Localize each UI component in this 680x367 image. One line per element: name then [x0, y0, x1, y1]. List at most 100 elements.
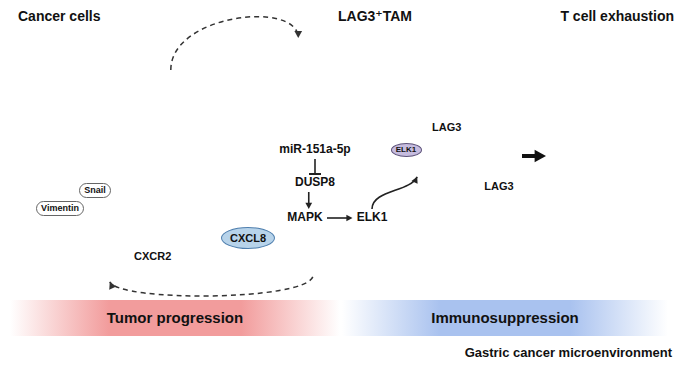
summary-bar: Tumor progression [10, 300, 340, 336]
summary-bar: Immunosuppression [342, 300, 668, 336]
text-label: CXCL8 [230, 232, 266, 245]
gene-pill: Snail [79, 183, 111, 198]
exosome [232, 44, 248, 60]
thick-arrow [522, 150, 546, 163]
text-label: miR-151a-5p [279, 143, 350, 157]
exosome [254, 20, 270, 36]
exosome [302, 69, 316, 83]
t-cell-nucleus [637, 113, 660, 136]
receptor-domain [519, 165, 524, 170]
macrophage-nucleus: LAG3ELK1 [388, 110, 478, 175]
tcells-figure [548, 40, 676, 210]
exosome [142, 56, 158, 72]
exosome [118, 36, 134, 52]
receptor: LAG3 [478, 146, 520, 194]
receptor-helix [208, 218, 214, 252]
mirna-hairpin [298, 127, 332, 134]
text-label: LAG3⁺TAM [338, 8, 412, 24]
connector-line [372, 177, 417, 209]
text-label: Vimentin [41, 203, 79, 213]
connector-line [327, 217, 348, 219]
receptor-domain [505, 165, 510, 170]
arrow-connector [305, 192, 312, 209]
dna-strand [395, 157, 472, 162]
inhibition-bar [309, 173, 321, 175]
inhibition-line [309, 159, 321, 174]
cell-fragment [632, 186, 640, 194]
text-label: MAPK [287, 211, 322, 225]
exosome [204, 24, 220, 40]
receptor-chain [492, 159, 522, 161]
receptor-domain [505, 149, 510, 154]
receptor-chain [492, 167, 522, 169]
text-label: LAG3 [484, 180, 513, 193]
connector-line [171, 17, 298, 70]
footer-note: Gastric cancer microenvironment [465, 346, 672, 361]
text-label: T cell exhaustion [560, 8, 674, 24]
cell-fragment [662, 94, 670, 102]
endocytosis-cup [277, 51, 322, 100]
arrow-connector [327, 215, 353, 222]
t-cell [563, 80, 623, 140]
receptor-domain [512, 165, 517, 170]
arrow-head [535, 150, 546, 163]
arrow-head [193, 142, 200, 148]
protein-label: MAPK [285, 211, 325, 225]
receptor-helix [194, 218, 200, 252]
arrow-connector [372, 177, 418, 209]
exosome [142, 22, 158, 38]
exosome [283, 71, 297, 85]
arrow-head [346, 215, 352, 222]
cancer-cell: Cancer cellsVimentinSnail [6, 72, 212, 280]
arrow-head [109, 282, 116, 290]
arrow-head [294, 31, 302, 38]
receptor-chain [492, 151, 522, 153]
nucleus-outline [389, 111, 477, 174]
t-cell-nucleus [598, 157, 621, 180]
cell-nucleus [14, 168, 126, 232]
receptor-domain [519, 157, 524, 162]
promoter-arrow [424, 129, 427, 150]
arrow-line [195, 146, 197, 214]
receptor-domain [505, 157, 510, 162]
receptor-helix [201, 218, 207, 252]
arrow-line [132, 213, 190, 230]
arrow-head [426, 127, 430, 131]
cell-fragment [654, 166, 666, 178]
exosome [293, 87, 307, 101]
receptor-label: CXCR2 [134, 250, 171, 263]
t-cell [619, 102, 671, 154]
arrow-head [411, 177, 417, 184]
cancer-figure [6, 72, 212, 280]
text-label: ELK1 [396, 145, 416, 154]
t-cell [580, 146, 632, 198]
text-label: Tumor progression [107, 309, 243, 326]
text-label: ELK1 [357, 211, 388, 225]
connector-line [314, 159, 316, 174]
mirna-label: miR-151a-5p [277, 143, 353, 157]
protein-label: DUSP8 [293, 176, 338, 190]
text-label: Immunosuppression [431, 309, 579, 326]
dna-strand [395, 157, 472, 162]
text-label: DUSP8 [295, 176, 335, 190]
chemokine: CXCL8 [221, 227, 275, 249]
arrow-head [128, 210, 135, 216]
t-cell-group: T cell exhaustion [548, 40, 676, 210]
dashed-arrow [171, 17, 302, 70]
ligand-oval [209, 258, 227, 270]
protein-label: ELK1 [355, 211, 390, 225]
t-cell-nucleus [584, 94, 611, 121]
receptor-helix [215, 218, 221, 252]
receptor-domain [512, 149, 517, 154]
text-label: Cancer cells [18, 8, 101, 24]
text-label: LAG3 [432, 121, 461, 134]
transcription-factor: ELK1 [391, 143, 422, 157]
exosome-group [118, 20, 270, 72]
arrow-head [305, 203, 312, 209]
receptor-domain [512, 157, 517, 162]
connector-line [110, 277, 313, 296]
dashed-arrow [109, 277, 313, 296]
text-label: Snail [84, 185, 106, 195]
gene-pill: Vimentin [36, 201, 84, 216]
